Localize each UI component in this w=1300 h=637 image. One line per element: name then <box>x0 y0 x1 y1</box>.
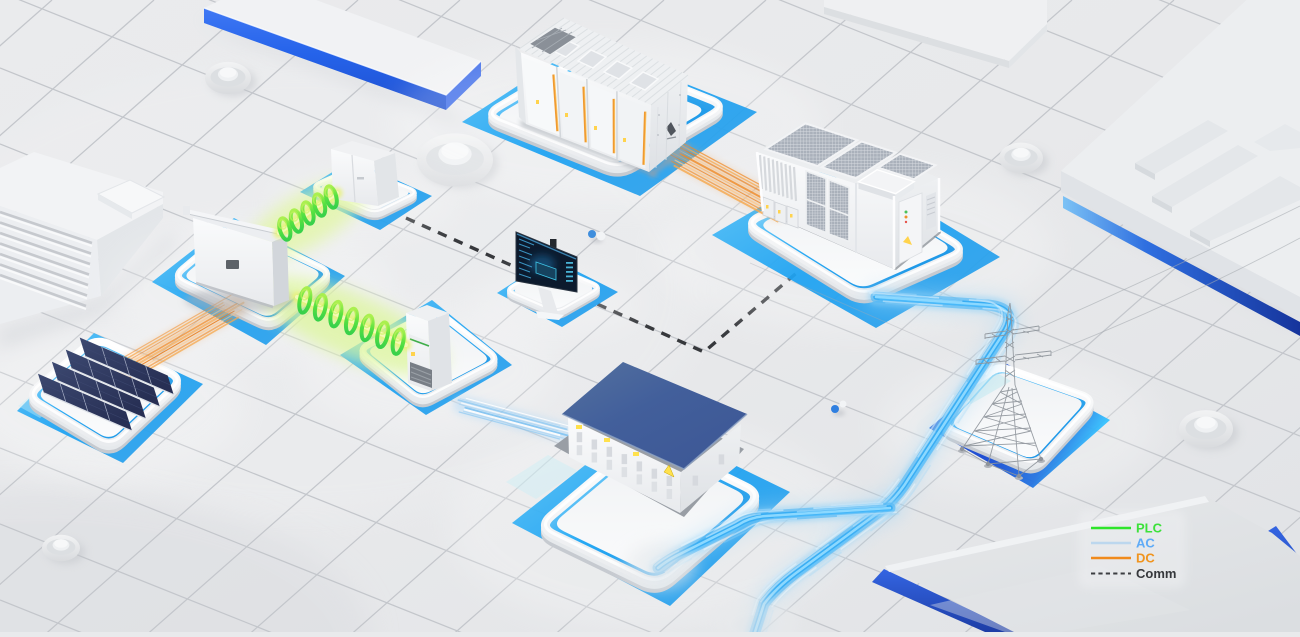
svg-text:PLC: PLC <box>1136 521 1163 536</box>
svg-text:Comm: Comm <box>1136 566 1176 581</box>
svg-text:DC: DC <box>1136 551 1155 566</box>
svg-text:AC: AC <box>1136 536 1155 551</box>
